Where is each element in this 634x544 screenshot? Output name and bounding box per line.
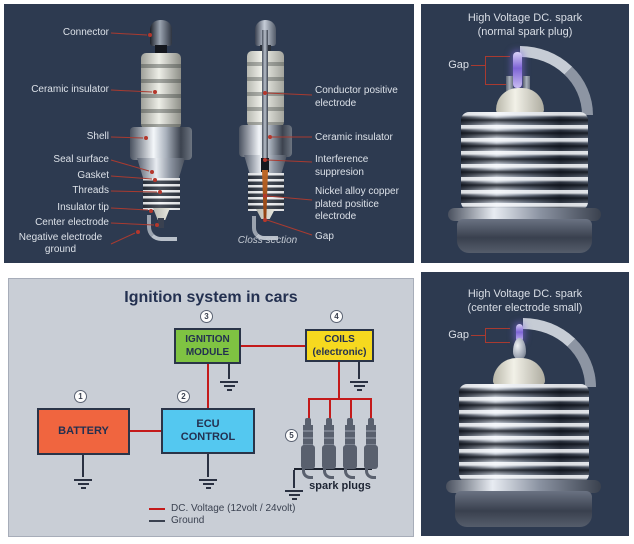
xsec-ground-electrode [252,216,278,240]
module-label-line1: IGNITION [185,334,230,345]
ground-symbol-module [219,364,239,391]
cross-section-caption: Closs section [237,235,298,246]
spark-plug-icon-3 [342,418,358,479]
plug-neck [155,45,167,54]
panel-high-voltage-spark-normal: High Voltage DC. spark (normal spark plu… [421,4,629,263]
panel-title-line1: High Voltage DC. spark [467,12,583,24]
step-circle-2: 2 [177,390,190,403]
flange [446,480,601,493]
panel-ignition-system: Ignition system in cars 1 2 3 4 5 BATTER… [8,278,414,537]
spark-plug-icon-1 [300,418,316,479]
step-circle-4: 4 [330,310,343,323]
label-center-electrode: Center electrode [35,217,109,228]
panel-title-line1: High Voltage DC. spark [467,288,583,300]
plug-center-electrode [158,218,164,228]
label-ceramic-insulator: Ceramic insulator [31,84,109,95]
block-ignition-module: IGNITION MODULE [174,328,241,364]
electrode-post-left [506,76,513,94]
legend-dc-voltage-label: DC. Voltage (12volt / 24volt) [171,503,296,514]
label-gasket: Gasket [77,170,109,181]
ecu-label-line2: CONTROL [180,431,236,443]
label-connector: Connector [62,27,109,38]
gap-bracket [485,328,510,343]
legend-ground-swatch [149,520,165,522]
ground-symbol-ecu [198,454,218,489]
label-nickel-alloy-electrode: Nickel alloy copper plated positice elec… [315,186,399,222]
ignition-title: Ignition system in cars [124,289,298,306]
legend-ground-label: Ground [171,515,205,526]
xsec-interference-suppressor [261,158,269,172]
plug-threads [143,178,180,210]
ecu-label-line1: ECU [196,418,220,430]
wire-bus [308,398,372,400]
xsec-conductor [262,30,268,160]
wire-coils-bus [338,362,340,399]
wire-module-ecu [207,364,209,408]
wire-drop-2 [329,398,331,419]
wire-module-coils [241,345,305,347]
plug-shell [130,127,192,160]
plug-connector-cap [150,20,172,46]
threads-cylinder [461,112,588,210]
step-circle-1: 1 [74,390,87,403]
spark-glow [513,52,522,88]
spark-plug-icon-2 [321,418,337,479]
flange [448,208,601,221]
spark-plug-icon-4 [363,418,379,479]
gap-pointer-line [471,65,485,66]
gap-label: Gap [448,329,469,341]
label-negative-electrode-ground: Negative electrode ground [18,232,103,255]
plug-base [457,219,592,253]
ground-symbol-plugs [284,470,304,500]
electrode-post-right [523,76,530,94]
label-insulator-tip: Insulator tip [57,202,109,213]
plug-ceramic-insulator [141,53,181,129]
wire-drop-1 [308,398,310,419]
label-gap: Gap [315,231,334,242]
label-xsec-ceramic-insulator: Ceramic insulator [315,132,393,143]
battery-label: BATTERY [58,425,109,437]
plug-ground-electrode [147,215,177,241]
label-seal-surface: Seal surface [53,154,109,165]
block-coils: COILS (electronic) [305,329,374,362]
plug-base [455,491,592,527]
small-center-electrode [513,338,526,360]
label-shell: Shell [86,131,109,142]
block-ecu-control: ECU CONTROL [161,408,255,454]
gap-pointer-line [471,335,485,336]
legend-dc-voltage-swatch [149,508,165,510]
ground-symbol-coils [349,362,369,391]
spark-plugs-label: spark plugs [309,480,371,492]
wire-drop-4 [370,398,372,419]
label-conductor-positive-electrode: Conductor positive electrode [315,85,398,109]
wire-drop-3 [350,398,352,419]
ground-symbol-battery [73,455,93,489]
panel-title-line2: (center electrode small) [467,302,583,314]
step-circle-3: 3 [200,310,213,323]
module-label-line2: MODULE [185,347,230,358]
panel-high-voltage-spark-small: High Voltage DC. spark (center electrode… [421,272,629,536]
coils-label-line2: (electronic) [312,346,367,358]
label-threads: Threads [72,185,109,196]
step-circle-5: 5 [285,429,298,442]
wire-battery-ecu [130,430,161,432]
coils-label-line1: COILS [324,333,355,345]
gap-label: Gap [448,59,469,71]
threads-cylinder [459,384,589,482]
label-interference-suppression: Interference suppresion [315,154,369,178]
plug-seal-surface [137,158,185,180]
spark-glow [516,324,523,342]
panel-title-line2: (normal spark plug) [477,26,573,38]
gap-bracket [485,56,510,85]
panel-spark-plug-anatomy: Connector Ceramic insulator Shell Seal s… [4,4,414,263]
block-battery: BATTERY [37,408,130,455]
